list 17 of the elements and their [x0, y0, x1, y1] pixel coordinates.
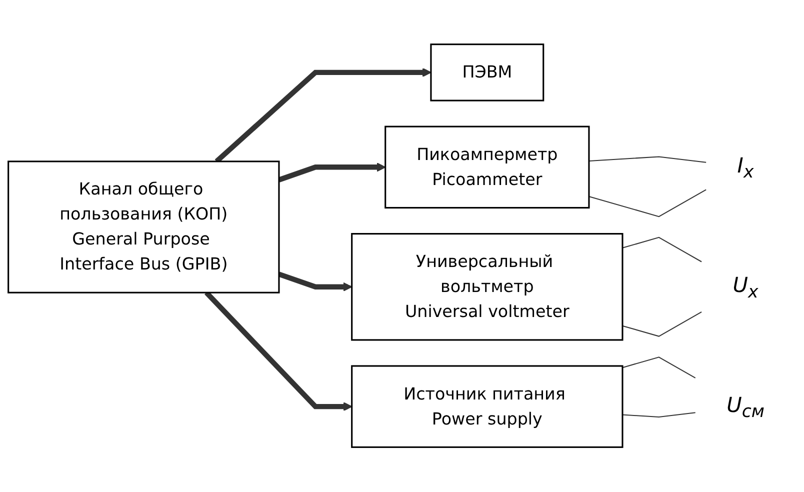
- node-box: Пикоамперметр Picoammeter: [384, 126, 590, 209]
- connector: [588, 189, 706, 218]
- connector: [622, 356, 696, 379]
- node-box: ПЭВМ: [430, 44, 544, 102]
- arrow: [278, 272, 352, 292]
- connector: [622, 312, 702, 338]
- node-box: Источник питания Power supply: [351, 365, 624, 448]
- node-text: U$_{см}$: [726, 392, 764, 422]
- connector: [622, 237, 702, 262]
- node-text: I$_{x}$: [737, 152, 754, 182]
- node-box: Универсальный вольтметр Universal voltmeter: [351, 233, 624, 341]
- connector: [588, 156, 706, 164]
- arrow: [278, 162, 386, 183]
- arrow: [204, 291, 352, 412]
- connector: [622, 412, 696, 418]
- node-text: U$_{x}$: [732, 272, 758, 302]
- node-box: Канал общего пользования (КОП) General Purpose Interface Bus (GPIB): [8, 160, 280, 294]
